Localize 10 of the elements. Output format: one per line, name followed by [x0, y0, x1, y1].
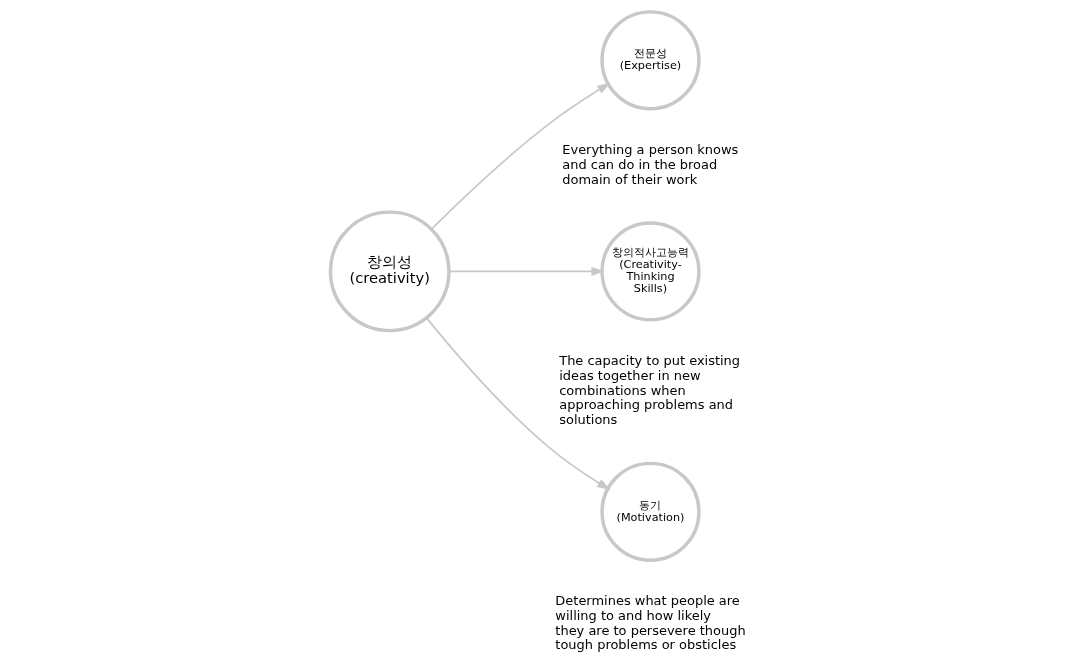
node-label: Determines what people are willing to and how likely they are to persevere though tough problems or obsticles: [555, 593, 746, 653]
node-circle: 동기 (Motivation): [600, 461, 701, 562]
node-circle: 전문성 (Expertise): [600, 10, 701, 111]
arrow: [425, 317, 610, 490]
node-label: The capacity to put existing ideas together in new combinations when approaching problems and solutions: [559, 353, 741, 428]
arrow: [430, 82, 611, 231]
node-label: Everything a person knows and can do in the broad domain of their work: [562, 142, 739, 187]
node-circle: 창의적사고능력 (Creativity-Thinking Skills): [600, 221, 701, 322]
node-circle: 창의성 (creativity): [328, 210, 451, 333]
arrow: [448, 266, 605, 276]
